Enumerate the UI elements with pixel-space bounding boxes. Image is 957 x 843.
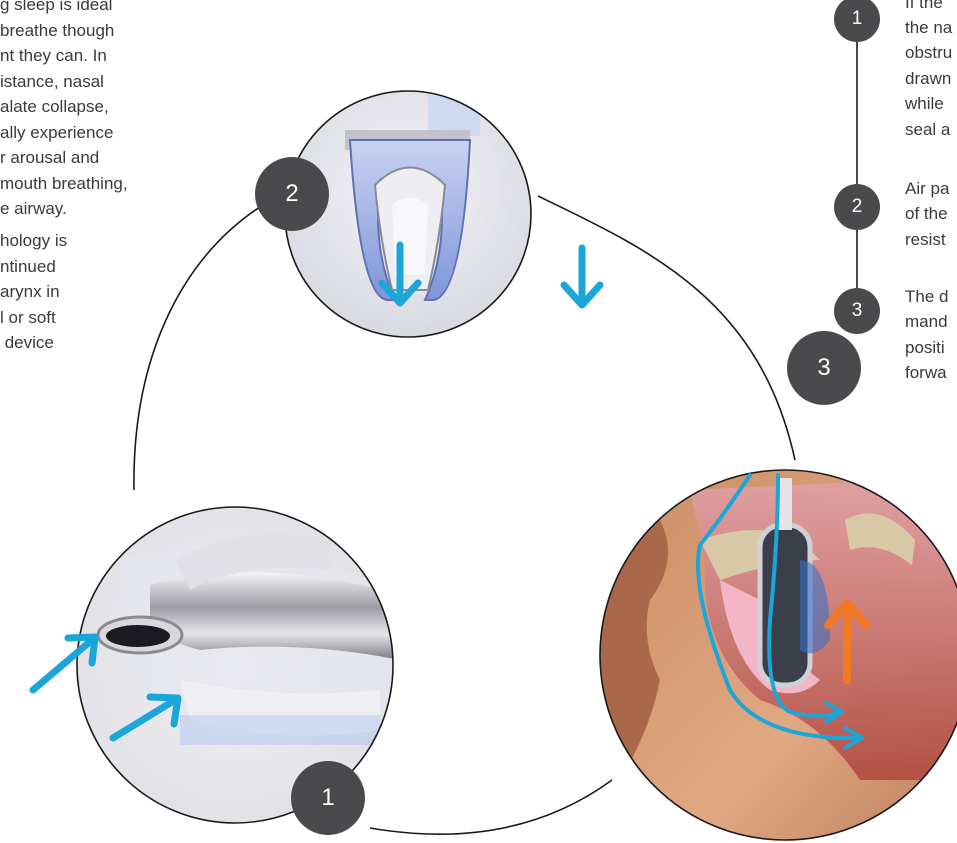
step-2-line: Air pa	[905, 176, 949, 202]
diagram-badge-2: 2	[255, 157, 329, 231]
top-photo	[285, 88, 600, 337]
badge-number: 1	[852, 8, 863, 30]
step-badge-3: 3	[834, 288, 880, 334]
badge-number: 3	[852, 300, 863, 322]
badge-number: 2	[285, 180, 298, 208]
step-3-line: The d	[905, 284, 948, 310]
step-1-line: the na	[905, 15, 952, 41]
step-badge-2: 2	[834, 184, 880, 230]
diagram-badge-3: 3	[787, 331, 861, 405]
step-1-line: obstru	[905, 40, 952, 66]
step-1-line: while	[905, 91, 944, 117]
step-3-line: forwa	[905, 360, 947, 386]
step-2-line: resist	[905, 227, 946, 253]
arc-right	[538, 196, 795, 460]
badge-number: 1	[321, 784, 334, 812]
step-1-line: If the	[905, 0, 943, 16]
step-1-line: seal a	[905, 117, 950, 143]
bottom-right-photo	[590, 460, 957, 843]
arc-bottom	[370, 780, 612, 834]
step-3-line: mand	[905, 309, 948, 335]
diagram-badge-1: 1	[291, 761, 365, 835]
badge-number: 3	[817, 354, 830, 382]
down-arrow-icon	[564, 248, 600, 305]
arc-left	[134, 196, 278, 490]
step-2-line: of the	[905, 201, 948, 227]
step-1-line: drawn	[905, 66, 951, 92]
badge-number: 2	[852, 196, 863, 218]
step-3-line: positi	[905, 335, 945, 361]
